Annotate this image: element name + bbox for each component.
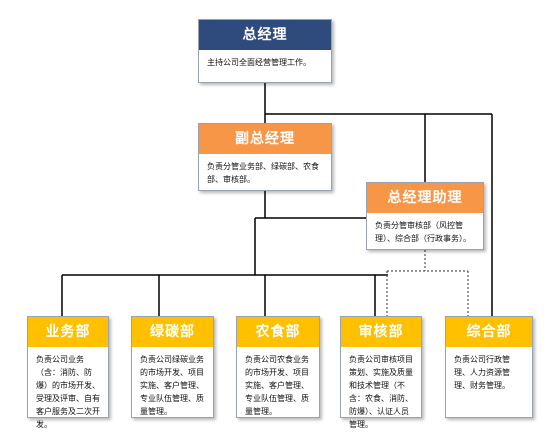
- node-general-manager: 总经理 主持公司全面经营管理工作。: [198, 19, 332, 83]
- node-business-dept-title: 业务部: [28, 317, 108, 347]
- node-assistant-manager-desc: 负责分管审核部（风控管理）、综合部（行政事务）。: [375, 221, 471, 243]
- node-general-affairs-dept: 综合部 负责公司行政管理、人力资源管理、财务管理。: [445, 316, 533, 418]
- node-audit-dept-desc: 负责公司审核项目策划、实施及质量和技术管理（不含：农食、消防、防爆）、认证人员管…: [349, 355, 413, 429]
- node-general-affairs-dept-desc: 负责公司行政管理、人力资源管理、财务管理。: [454, 355, 510, 390]
- node-general-manager-title: 总经理: [199, 20, 331, 50]
- node-food-dept-title: 农食部: [237, 317, 319, 347]
- node-business-dept: 业务部 负责公司业务（含：消防、防爆）的市场开发、受理及评审、自有客户服务及二次…: [27, 316, 109, 429]
- node-deputy-manager-title: 副总经理: [199, 124, 331, 154]
- node-food-dept: 农食部 负责公司农食业务的市场开发、项目实施、客户管理、专业队伍管理、质量管理。: [236, 316, 320, 418]
- node-general-manager-desc: 主持公司全面经营管理工作。: [207, 58, 311, 67]
- node-general-affairs-dept-title: 综合部: [446, 317, 532, 347]
- node-carbon-dept-desc: 负责公司绿碳业务的市场开发、项目实施、客户管理、专业队伍管理、质量管理。: [140, 355, 204, 416]
- node-audit-dept-title: 审核部: [341, 317, 421, 347]
- node-audit-dept: 审核部 负责公司审核项目策划、实施及质量和技术管理（不含：农食、消防、防爆）、认…: [340, 316, 422, 429]
- node-carbon-dept-title: 绿碳部: [132, 317, 213, 347]
- node-food-dept-desc: 负责公司农食业务的市场开发、项目实施、客户管理、专业队伍管理、质量管理。: [245, 355, 309, 416]
- node-carbon-dept: 绿碳部 负责公司绿碳业务的市场开发、项目实施、客户管理、专业队伍管理、质量管理。: [131, 316, 214, 418]
- node-deputy-manager: 副总经理 负责分管业务部、绿碳部、农食部、审核部。: [198, 123, 332, 191]
- node-deputy-manager-desc: 负责分管业务部、绿碳部、农食部、审核部。: [207, 162, 319, 184]
- node-business-dept-desc: 负责公司业务（含：消防、防爆）的市场开发、受理及评审、自有客户服务及二次开发。: [36, 355, 100, 429]
- node-assistant-manager: 总经理助理 负责分管审核部（风控管理）、综合部（行政事务）。: [366, 182, 484, 250]
- node-assistant-manager-title: 总经理助理: [367, 183, 483, 213]
